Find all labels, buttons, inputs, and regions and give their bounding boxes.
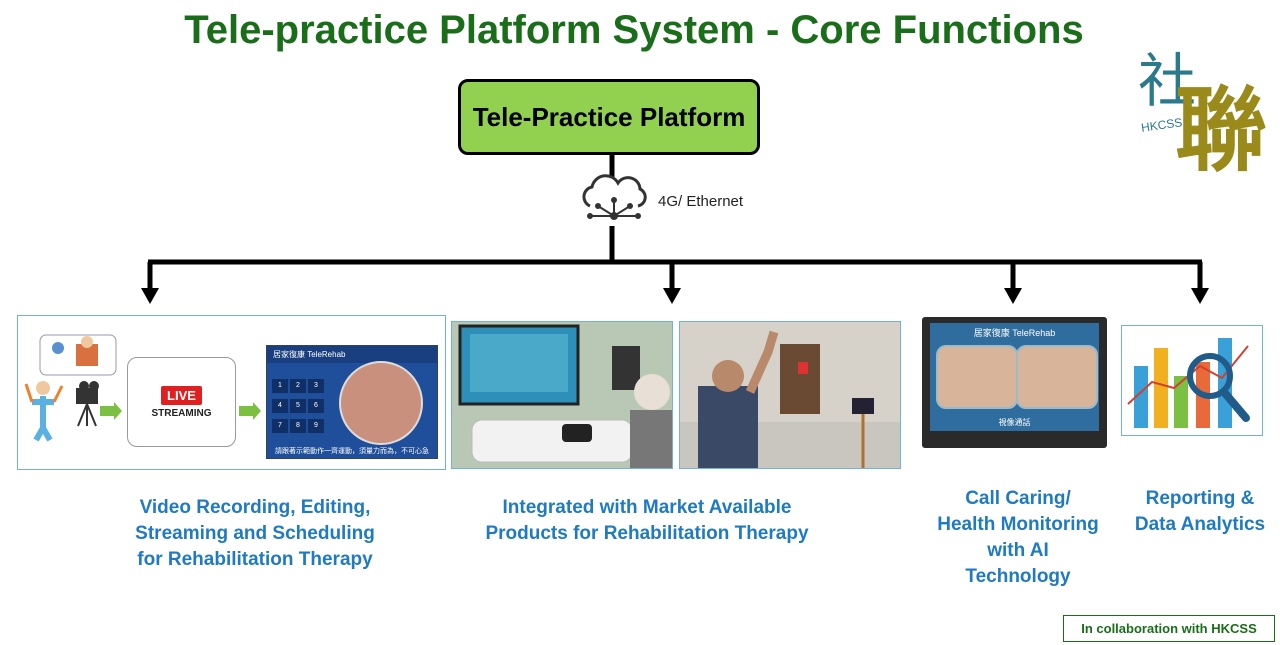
platform-label: Tele-Practice Platform xyxy=(472,101,746,132)
hkcss-logo: 社 HKCSS 聯 xyxy=(1133,47,1267,217)
app-key: 2 xyxy=(290,379,306,393)
caption-line: Technology xyxy=(965,566,1071,587)
function-caption-call-caring: Call Caring/ Health Monitoring with AI T… xyxy=(922,486,1114,590)
branch-arrows xyxy=(141,262,1209,304)
live-streaming-box: LIVE STREAMING xyxy=(127,357,236,447)
rehab-device-photo xyxy=(451,321,673,469)
caption-line: for Rehabilitation Therapy xyxy=(137,549,373,570)
live-badge: LIVE xyxy=(161,385,202,405)
logo-char-she: 社 xyxy=(1138,47,1197,115)
tv-footer: 視像通話 xyxy=(998,418,1031,427)
elderly-exercise-photo xyxy=(679,321,901,469)
function-caption-integration: Integrated with Market Available Product… xyxy=(452,495,842,547)
app-footer: 請跟著示範動作一齊運動，須量力而為，不可心急 xyxy=(275,448,429,455)
video-call-tv: 居家復康 TeleRehab 視像通話 xyxy=(922,317,1107,448)
hand-exercise-photo xyxy=(339,361,423,445)
tv-header: 居家復康 TeleRehab xyxy=(973,328,1056,338)
app-key: 5 xyxy=(290,399,306,413)
app-key: 1 xyxy=(272,379,288,393)
app-key: 3 xyxy=(308,379,324,393)
page-title: Tele-practice Platform System - Core Fun… xyxy=(184,8,1084,52)
rehab-device-graphic xyxy=(452,322,672,468)
logo-char-lian: 聯 xyxy=(1175,76,1268,184)
cloud-network-icon xyxy=(582,174,647,220)
doctor-photo xyxy=(1016,345,1098,409)
caption-line: Integrated with Market Available xyxy=(502,497,792,518)
app-key: 4 xyxy=(272,399,288,413)
data-analytics-illustration xyxy=(1121,325,1263,436)
caption-line: Health Monitoring xyxy=(937,514,1099,535)
caption-line: Data Analytics xyxy=(1134,514,1266,535)
caption-line: Streaming and Scheduling xyxy=(135,523,375,544)
streaming-flow-graphic xyxy=(24,334,261,442)
caption-line: Products for Rehabilitation Therapy xyxy=(485,523,809,544)
caption-line: with AI xyxy=(987,540,1049,561)
app-key: 9 xyxy=(308,419,324,433)
caption-line: Reporting & xyxy=(1145,488,1255,509)
streaming-label: STREAMING xyxy=(151,407,212,419)
analytics-chart-icon xyxy=(1127,338,1250,428)
caption-line: Call Caring/ xyxy=(965,488,1071,509)
function-caption-reporting: Reporting & Data Analytics xyxy=(1122,486,1278,538)
app-header: 居家復康 TeleRehab xyxy=(267,346,437,363)
caption-line: Video Recording, Editing, xyxy=(139,497,371,518)
collaboration-badge: In collaboration with HKCSS xyxy=(1063,615,1275,642)
app-key: 7 xyxy=(272,419,288,433)
app-key: 8 xyxy=(290,419,306,433)
app-key: 6 xyxy=(308,399,324,413)
platform-box: Tele-Practice Platform xyxy=(458,79,760,155)
function-caption-video: Video Recording, Editing, Streaming and … xyxy=(100,495,410,573)
tv-screen: 居家復康 TeleRehab 視像通話 xyxy=(930,323,1099,431)
elderly-exercise-graphic xyxy=(680,322,900,468)
network-label: 4G/ Ethernet xyxy=(658,193,744,210)
elderly-caller-photo xyxy=(936,345,1018,409)
